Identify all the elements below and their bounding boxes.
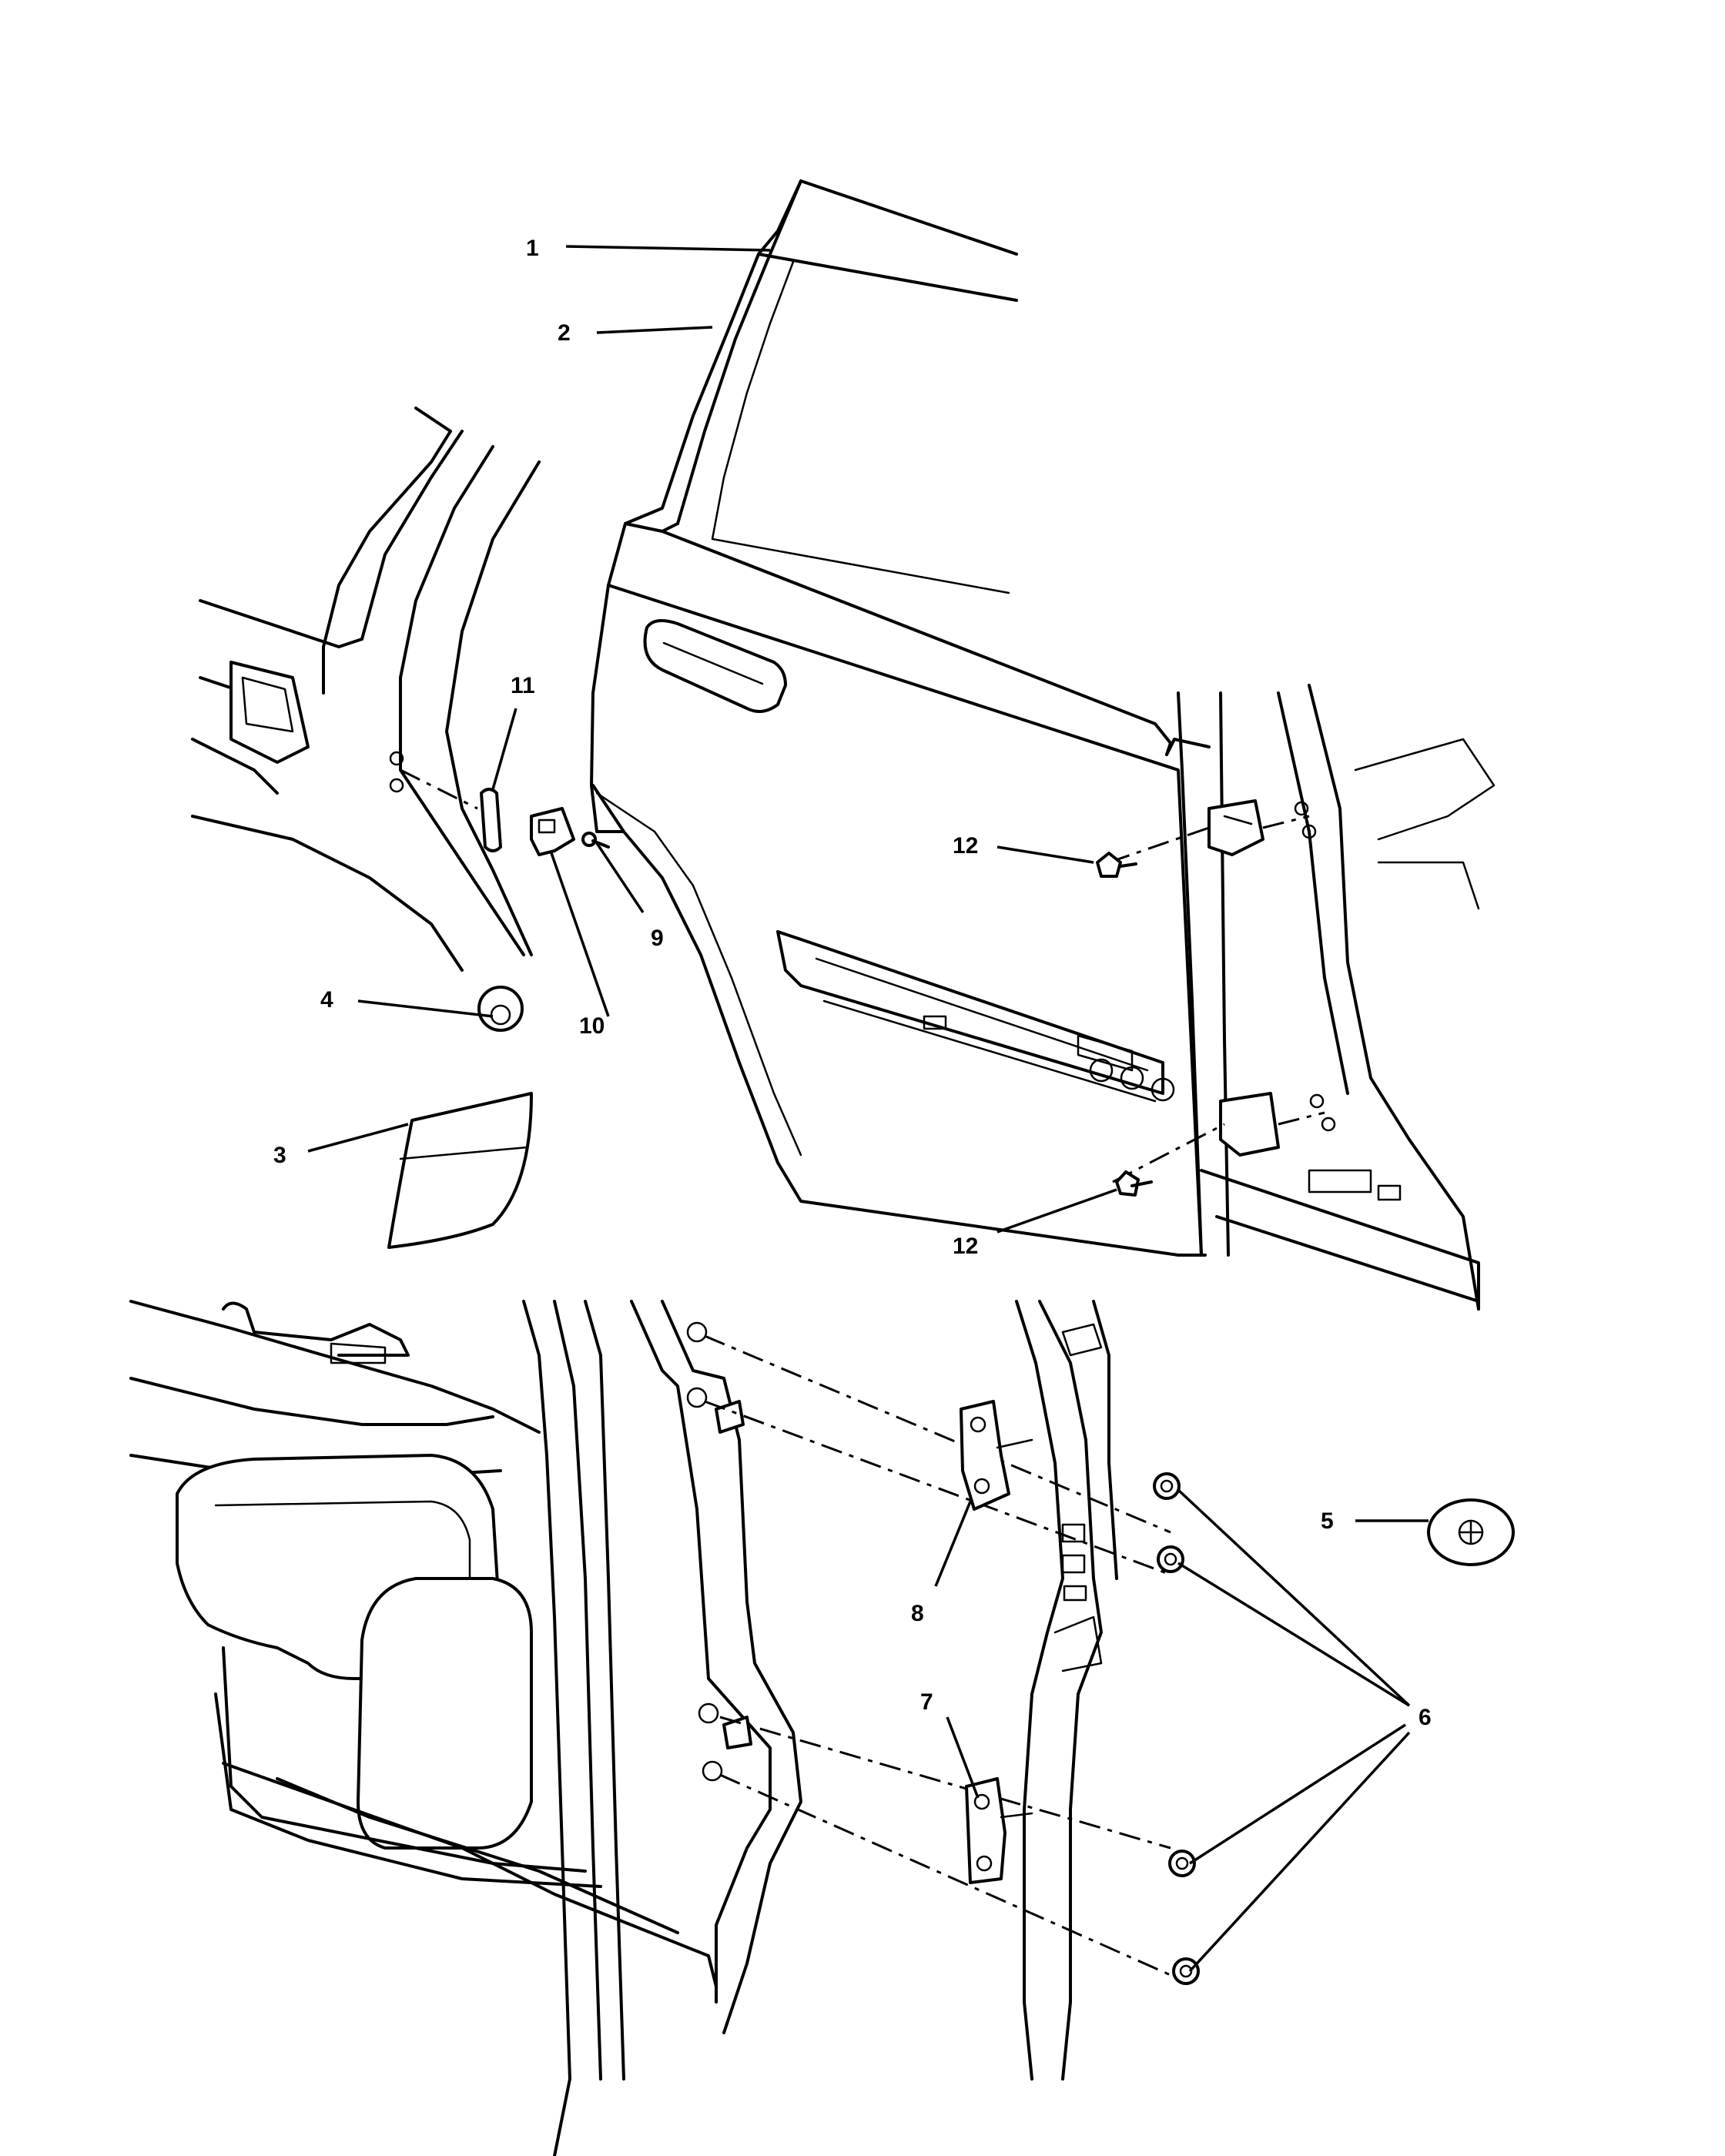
grommet <box>1427 1498 1515 1566</box>
silencer-pad <box>387 1092 533 1249</box>
body-plug <box>477 986 524 1032</box>
callout-4: 4 <box>320 987 333 1013</box>
callout-labels: 1 2 3 4 5 6 7 8 9 10 11 12 12 <box>273 236 1432 1730</box>
callout-1: 1 <box>526 236 539 261</box>
callout-12-lower: 12 <box>953 1234 978 1259</box>
callout-3: 3 <box>273 1143 286 1168</box>
callout-9: 9 <box>651 926 664 951</box>
callout-12-upper: 12 <box>953 833 978 859</box>
callout-2: 2 <box>558 320 571 346</box>
callout-10: 10 <box>579 1013 605 1039</box>
hinge-bolt-upper <box>1096 852 1137 878</box>
rear-door-shell <box>590 179 1230 1257</box>
hinge-bolt-lower <box>1115 1170 1153 1197</box>
striker-bolt <box>581 832 610 849</box>
callout-6: 6 <box>1419 1705 1432 1730</box>
callout-11: 11 <box>511 673 535 698</box>
striker-shim <box>480 788 502 852</box>
callout-8: 8 <box>911 1601 924 1626</box>
door-inner-panel <box>129 1300 1171 2156</box>
body-quarter-panel <box>191 407 541 972</box>
body-opening-hinges <box>1108 684 1496 1311</box>
callout-5: 5 <box>1321 1508 1334 1534</box>
callout-7: 7 <box>920 1689 933 1715</box>
b-pillar-hinges <box>960 1300 1200 2081</box>
door-striker <box>530 807 575 856</box>
leader-lines <box>307 245 1429 1973</box>
